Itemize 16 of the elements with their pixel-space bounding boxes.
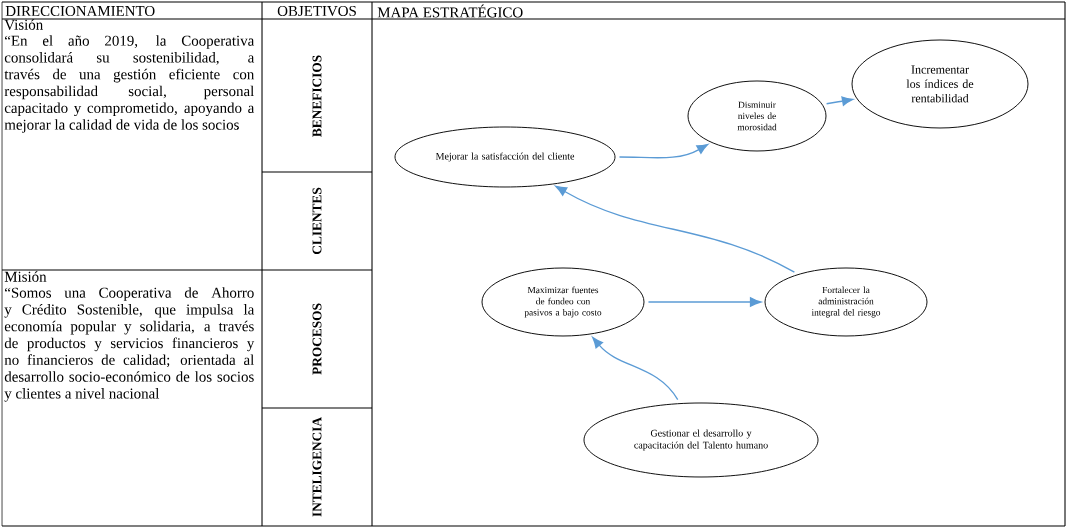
row-label: INTELIGENCIA — [312, 417, 322, 517]
cell-heading: Misión — [4, 271, 47, 282]
column-header: MAPA ESTRATÉGICO — [377, 4, 523, 18]
column-header: DIRECCIONAMIENTO — [5, 6, 155, 16]
row-label: BENEFICIOS — [312, 55, 322, 137]
arrow — [825, 96, 854, 106]
row-label: PROCESOS — [312, 303, 322, 375]
cell-text: “Somos una Cooperativa de Ahorro y Crédito Sostenible, que impulsa la economía popular y solidaria, a través de productos y servicios financieros y no financieros de calidad; orientada al desarrollo socio-económico de los socios y clientes a nivel nacional — [4, 287, 255, 402]
cell-text: “En el año 2019, la Cooperativa consolidará su sostenibilidad, a través de una gestión eficiente con responsabilidad social, personal capacitado y comprometido, apoyando a mejorar la calidad de vida de los socios — [4, 35, 255, 133]
column-header: OBJETIVOS — [277, 5, 356, 17]
arrow — [618, 143, 709, 159]
arrow — [647, 297, 762, 307]
arrow — [555, 185, 796, 273]
row-label: CLIENTES — [312, 187, 322, 255]
cell-heading: Visión — [4, 19, 43, 30]
arrow — [592, 336, 679, 401]
